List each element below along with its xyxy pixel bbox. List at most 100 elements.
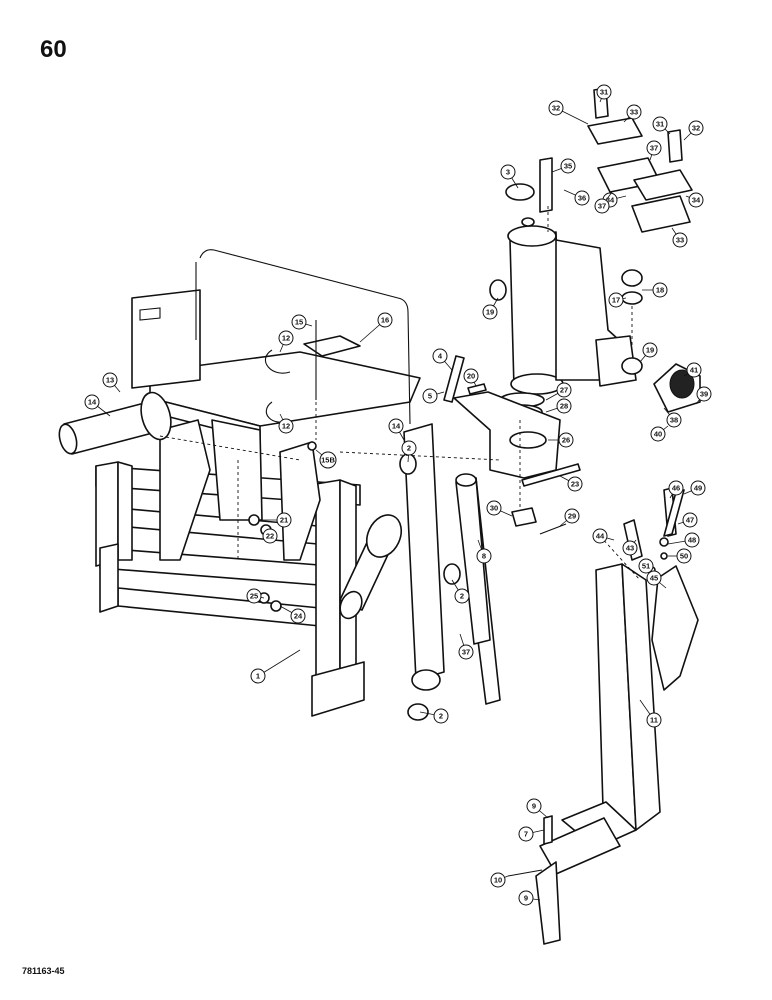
callout-circle bbox=[84, 394, 100, 410]
callout-label: 20 bbox=[467, 372, 475, 381]
callout-circle bbox=[556, 398, 572, 414]
castle-nut bbox=[511, 507, 537, 527]
callout-label: 5 bbox=[428, 392, 432, 401]
callout-13: 13 bbox=[102, 372, 121, 393]
callout-label: 33 bbox=[676, 236, 684, 245]
callout-46: 46 bbox=[668, 480, 684, 499]
callout-label: 11 bbox=[650, 716, 658, 725]
callout-label: 35 bbox=[564, 162, 572, 171]
callout-48: 48 bbox=[667, 532, 700, 548]
callout-circle bbox=[564, 508, 580, 524]
washer bbox=[659, 537, 669, 547]
callout-circle bbox=[696, 386, 712, 402]
callout-label: 28 bbox=[560, 402, 568, 411]
callout-21: 21 bbox=[262, 512, 292, 528]
callout-label: 34 bbox=[606, 196, 615, 205]
callout-label: 45 bbox=[650, 574, 658, 583]
bushing bbox=[443, 563, 461, 585]
callout-label: 41 bbox=[690, 366, 698, 375]
callout-circle bbox=[388, 418, 404, 434]
callout-15: 15 bbox=[291, 314, 313, 330]
callout-1: 1 bbox=[250, 649, 301, 684]
callout-16: 16 bbox=[359, 312, 393, 343]
callout-circle bbox=[560, 158, 576, 174]
callout-circle bbox=[686, 362, 702, 378]
callout-32: 32 bbox=[548, 100, 589, 125]
callout-label: 26 bbox=[562, 436, 570, 445]
callout-27: 27 bbox=[545, 382, 572, 401]
callout-34: 34 bbox=[685, 192, 704, 208]
callout-label: 30 bbox=[490, 504, 498, 513]
callout-label: 32 bbox=[552, 104, 560, 113]
callout-23: 23 bbox=[559, 475, 583, 492]
callout-circle bbox=[594, 198, 610, 214]
callout-8: 8 bbox=[476, 539, 492, 564]
callout-circle bbox=[476, 548, 492, 564]
callout-label: 9 bbox=[532, 802, 536, 811]
callout-circle bbox=[463, 368, 479, 384]
callout-circle bbox=[650, 426, 666, 442]
callout-label: 17 bbox=[612, 296, 620, 305]
callout-44: 44 bbox=[592, 528, 615, 544]
callout-label: 31 bbox=[600, 88, 608, 97]
callout-circle bbox=[278, 418, 294, 434]
callout-circle bbox=[672, 232, 688, 248]
callout-label: 12 bbox=[282, 334, 290, 343]
callout-circle bbox=[490, 872, 506, 888]
callout-circle bbox=[684, 532, 700, 548]
callout-9: 9 bbox=[526, 798, 549, 819]
callout-circle bbox=[262, 528, 278, 544]
callout-circle bbox=[482, 304, 498, 320]
bushing bbox=[621, 357, 643, 375]
callout-circle bbox=[638, 558, 654, 574]
callout-label: 39 bbox=[700, 390, 708, 399]
callout-circle bbox=[642, 342, 658, 358]
cotter-pin bbox=[539, 523, 567, 535]
callout-label: 7 bbox=[524, 830, 528, 839]
callout-5: 5 bbox=[422, 388, 445, 404]
grease-cap bbox=[621, 269, 643, 287]
callout-label: 47 bbox=[686, 516, 694, 525]
callout-18: 18 bbox=[642, 282, 668, 298]
nut bbox=[307, 441, 317, 451]
page-number: 60 bbox=[40, 36, 67, 63]
callout-label: 19 bbox=[486, 308, 494, 317]
right-swing-pin bbox=[339, 514, 403, 620]
callout-label: 49 bbox=[694, 484, 702, 493]
callout-32: 32 bbox=[683, 120, 704, 141]
callout-51: 51 bbox=[638, 558, 654, 574]
callout-label: 9 bbox=[524, 894, 528, 903]
callout-label: 44 bbox=[596, 532, 605, 541]
callout-circle bbox=[500, 164, 516, 180]
callout-19: 19 bbox=[482, 297, 499, 320]
callout-circle bbox=[652, 282, 668, 298]
callout-9: 9 bbox=[518, 890, 541, 906]
callout-10: 10 bbox=[490, 872, 509, 888]
callout-circle bbox=[666, 412, 682, 428]
callout-37: 37 bbox=[646, 140, 662, 161]
left-swing-pin bbox=[58, 391, 172, 455]
callout-circle bbox=[290, 608, 306, 624]
callout-circle bbox=[567, 476, 583, 492]
alignment-lines bbox=[159, 206, 641, 581]
callout-label: 37 bbox=[598, 202, 606, 211]
callout-2: 2 bbox=[401, 440, 417, 463]
guard-plate bbox=[303, 335, 361, 357]
callout-circle bbox=[652, 116, 668, 132]
main-frame bbox=[95, 289, 421, 717]
pin bbox=[543, 815, 553, 845]
callout-label: 15B bbox=[321, 456, 335, 465]
callout-circle bbox=[646, 140, 662, 156]
callout-17: 17 bbox=[608, 292, 627, 308]
callout-28: 28 bbox=[545, 398, 572, 414]
callout-33: 33 bbox=[623, 104, 642, 123]
callout-label: 16 bbox=[381, 316, 389, 325]
callout-layer: 12223457899101112121314141515B1617181919… bbox=[84, 84, 712, 906]
callout-circle bbox=[278, 330, 294, 346]
callout-41: 41 bbox=[683, 362, 702, 378]
bushing bbox=[489, 279, 507, 301]
callout-36: 36 bbox=[563, 189, 590, 206]
nut bbox=[248, 514, 260, 526]
callout-12: 12 bbox=[278, 330, 294, 353]
callout-37: 37 bbox=[594, 191, 613, 214]
